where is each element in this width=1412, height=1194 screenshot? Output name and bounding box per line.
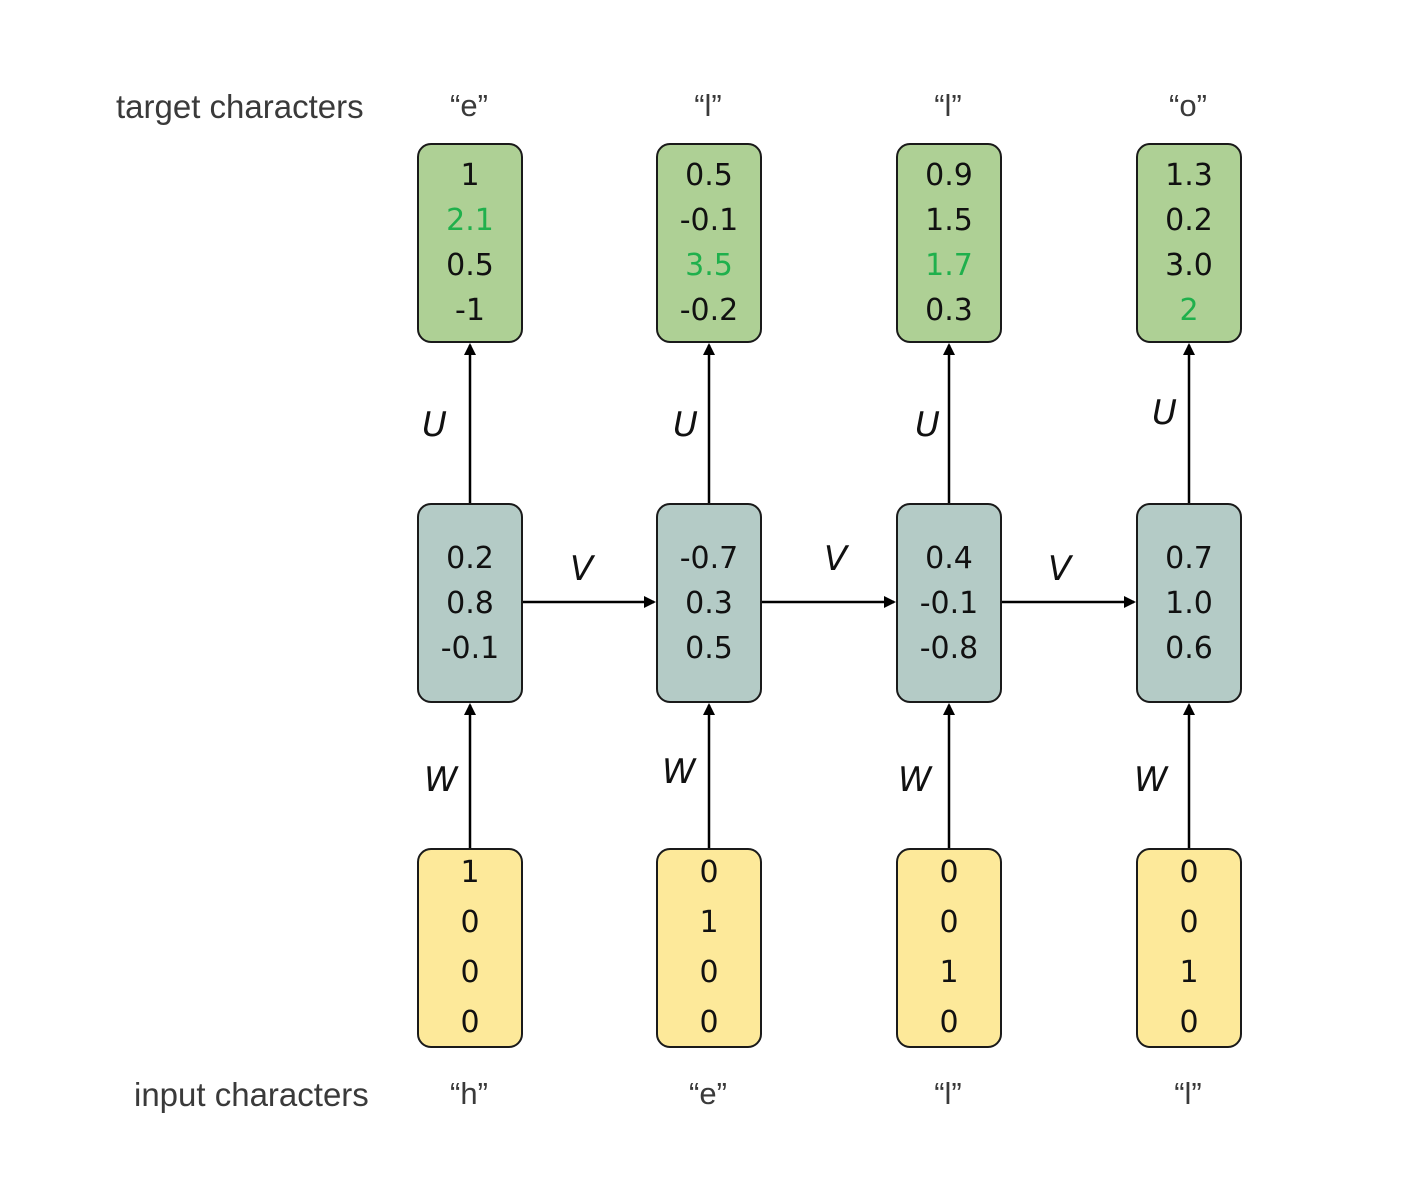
input-value: 0 bbox=[699, 955, 719, 990]
v-label-2: V bbox=[824, 539, 848, 579]
output-value: 0.5 bbox=[446, 248, 494, 283]
v-label-1: V bbox=[570, 549, 594, 589]
input-value: 0 bbox=[699, 855, 719, 890]
input-characters-label: input characters bbox=[134, 1076, 369, 1113]
hidden-value: 0.7 bbox=[1165, 540, 1213, 576]
input-value: 0 bbox=[699, 1005, 719, 1040]
input-char-2: “e” bbox=[689, 1076, 727, 1111]
output-value: 3.5 bbox=[685, 248, 733, 283]
output-value: 1.5 bbox=[925, 203, 973, 238]
input-char-4: “l” bbox=[1174, 1076, 1202, 1111]
input-char-1: “h” bbox=[450, 1076, 488, 1111]
v-label-3: V bbox=[1048, 549, 1072, 589]
output-vector-3: 0.9 1.5 1.7 0.3 bbox=[896, 143, 1002, 343]
target-char-4: “o” bbox=[1169, 88, 1207, 123]
hidden-vector-4: 0.7 1.0 0.6 bbox=[1136, 503, 1242, 703]
target-char-1: “e” bbox=[450, 88, 488, 123]
hidden-value: 0.4 bbox=[925, 540, 973, 576]
hidden-value: 1.0 bbox=[1165, 585, 1213, 621]
hidden-value: -0.8 bbox=[919, 630, 979, 666]
output-vector-2: 0.5 -0.1 3.5 -0.2 bbox=[656, 143, 762, 343]
output-value: -0.2 bbox=[679, 293, 739, 328]
output-value: 0.9 bbox=[925, 158, 973, 193]
input-value: 0 bbox=[939, 1005, 959, 1040]
input-value: 0 bbox=[1179, 905, 1199, 940]
output-value: 2.1 bbox=[446, 203, 494, 238]
input-value: 0 bbox=[1179, 1005, 1199, 1040]
input-value: 0 bbox=[460, 905, 480, 940]
hidden-vector-3: 0.4 -0.1 -0.8 bbox=[896, 503, 1002, 703]
hidden-value: -0.1 bbox=[919, 585, 979, 621]
output-value: 0.2 bbox=[1165, 203, 1213, 238]
output-value: 0.3 bbox=[925, 293, 973, 328]
input-char-3: “l” bbox=[934, 1076, 962, 1111]
hidden-vector-2: -0.7 0.3 0.5 bbox=[656, 503, 762, 703]
input-value: 0 bbox=[460, 1005, 480, 1040]
hidden-value: 0.6 bbox=[1165, 630, 1213, 666]
hidden-value: -0.1 bbox=[440, 630, 500, 666]
hidden-value: 0.8 bbox=[446, 585, 494, 621]
output-vector-4: 1.3 0.2 3.0 2 bbox=[1136, 143, 1242, 343]
input-value: 0 bbox=[939, 855, 959, 890]
u-label-3: U bbox=[915, 405, 940, 445]
w-label-4: W bbox=[1134, 760, 1168, 800]
output-value: 2 bbox=[1179, 293, 1199, 328]
output-value: 0.5 bbox=[685, 158, 733, 193]
input-value: 0 bbox=[939, 905, 959, 940]
u-label-1: U bbox=[422, 405, 447, 445]
input-vector-1: 1 0 0 0 bbox=[417, 848, 523, 1048]
input-value: 1 bbox=[939, 955, 959, 990]
hidden-value: 0.2 bbox=[446, 540, 494, 576]
output-value: 3.0 bbox=[1165, 248, 1213, 283]
input-value: 0 bbox=[1179, 855, 1199, 890]
output-value: -0.1 bbox=[679, 203, 739, 238]
input-vector-2: 0 1 0 0 bbox=[656, 848, 762, 1048]
output-value: 1.7 bbox=[925, 248, 973, 283]
w-label-3: W bbox=[898, 760, 932, 800]
hidden-value: 0.3 bbox=[685, 585, 733, 621]
input-value: 1 bbox=[699, 905, 719, 940]
u-label-4: U bbox=[1152, 393, 1177, 433]
hidden-value: -0.7 bbox=[679, 540, 739, 576]
input-vector-3: 0 0 1 0 bbox=[896, 848, 1002, 1048]
hidden-vector-1: 0.2 0.8 -0.1 bbox=[417, 503, 523, 703]
output-value: 1.3 bbox=[1165, 158, 1213, 193]
u-label-2: U bbox=[673, 405, 698, 445]
target-char-2: “l” bbox=[694, 88, 722, 123]
target-characters-label: target characters bbox=[116, 88, 364, 125]
output-value: 1 bbox=[460, 158, 480, 193]
input-value: 1 bbox=[460, 855, 480, 890]
input-value: 1 bbox=[1179, 955, 1199, 990]
output-vector-1: 1 2.1 0.5 -1 bbox=[417, 143, 523, 343]
hidden-value: 0.5 bbox=[685, 630, 733, 666]
target-char-3: “l” bbox=[934, 88, 962, 123]
w-label-1: W bbox=[424, 760, 458, 800]
input-vector-4: 0 0 1 0 bbox=[1136, 848, 1242, 1048]
w-label-2: W bbox=[662, 752, 696, 792]
input-value: 0 bbox=[460, 955, 480, 990]
output-value: -1 bbox=[455, 293, 485, 328]
